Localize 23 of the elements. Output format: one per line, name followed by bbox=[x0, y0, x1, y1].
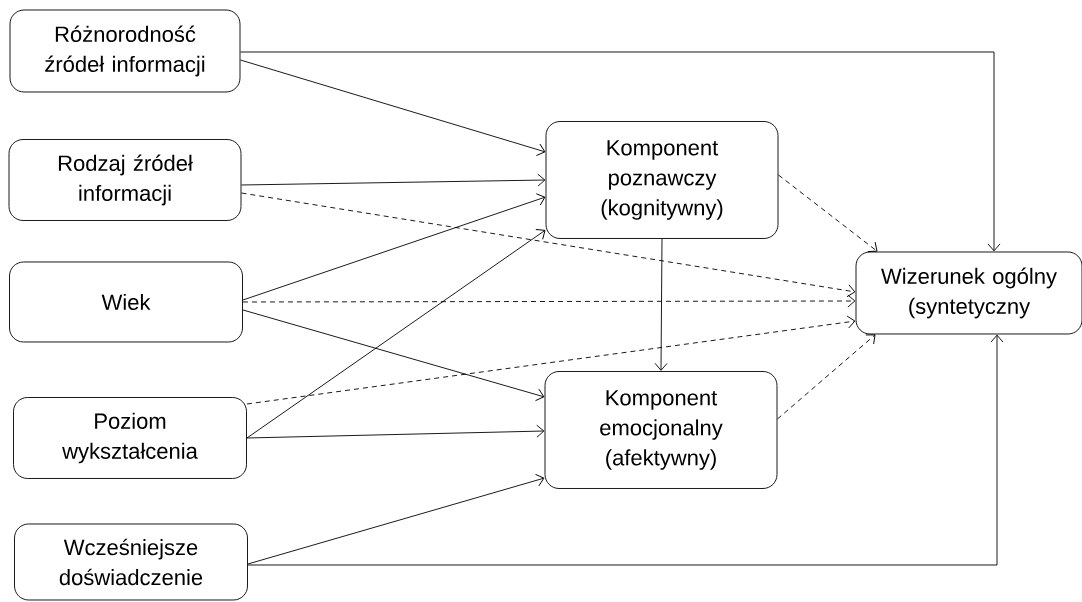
process-box: Komponent poznawczy (kognitywny) bbox=[545, 121, 779, 239]
arrow bbox=[241, 192, 856, 298]
process-box: Poziom wykształcenia bbox=[13, 397, 247, 479]
arrow bbox=[241, 173, 546, 187]
arrow bbox=[777, 334, 876, 420]
arrow bbox=[240, 59, 546, 156]
process-box: Komponent emocjonalny (afektywny) bbox=[544, 371, 778, 489]
arrow bbox=[247, 334, 1004, 566]
process-box: Wizerunek ogólny (syntetyczny bbox=[855, 251, 1082, 335]
arrow bbox=[246, 229, 546, 439]
arrow bbox=[654, 238, 668, 371]
process-box: Rodzaj źródeł informacji bbox=[8, 139, 242, 221]
arrow bbox=[242, 309, 545, 402]
arrow bbox=[778, 174, 878, 253]
process-box: Wiek bbox=[9, 261, 243, 343]
process-box: Różnorodność źródeł informacji bbox=[9, 9, 241, 93]
arrow bbox=[246, 315, 856, 405]
arrow bbox=[240, 51, 1001, 252]
process-box: Wcześniejsze doświadczenie bbox=[14, 523, 248, 601]
arrow bbox=[246, 424, 545, 439]
arrow bbox=[247, 473, 545, 565]
arrow bbox=[242, 193, 546, 301]
arrow bbox=[242, 294, 856, 308]
